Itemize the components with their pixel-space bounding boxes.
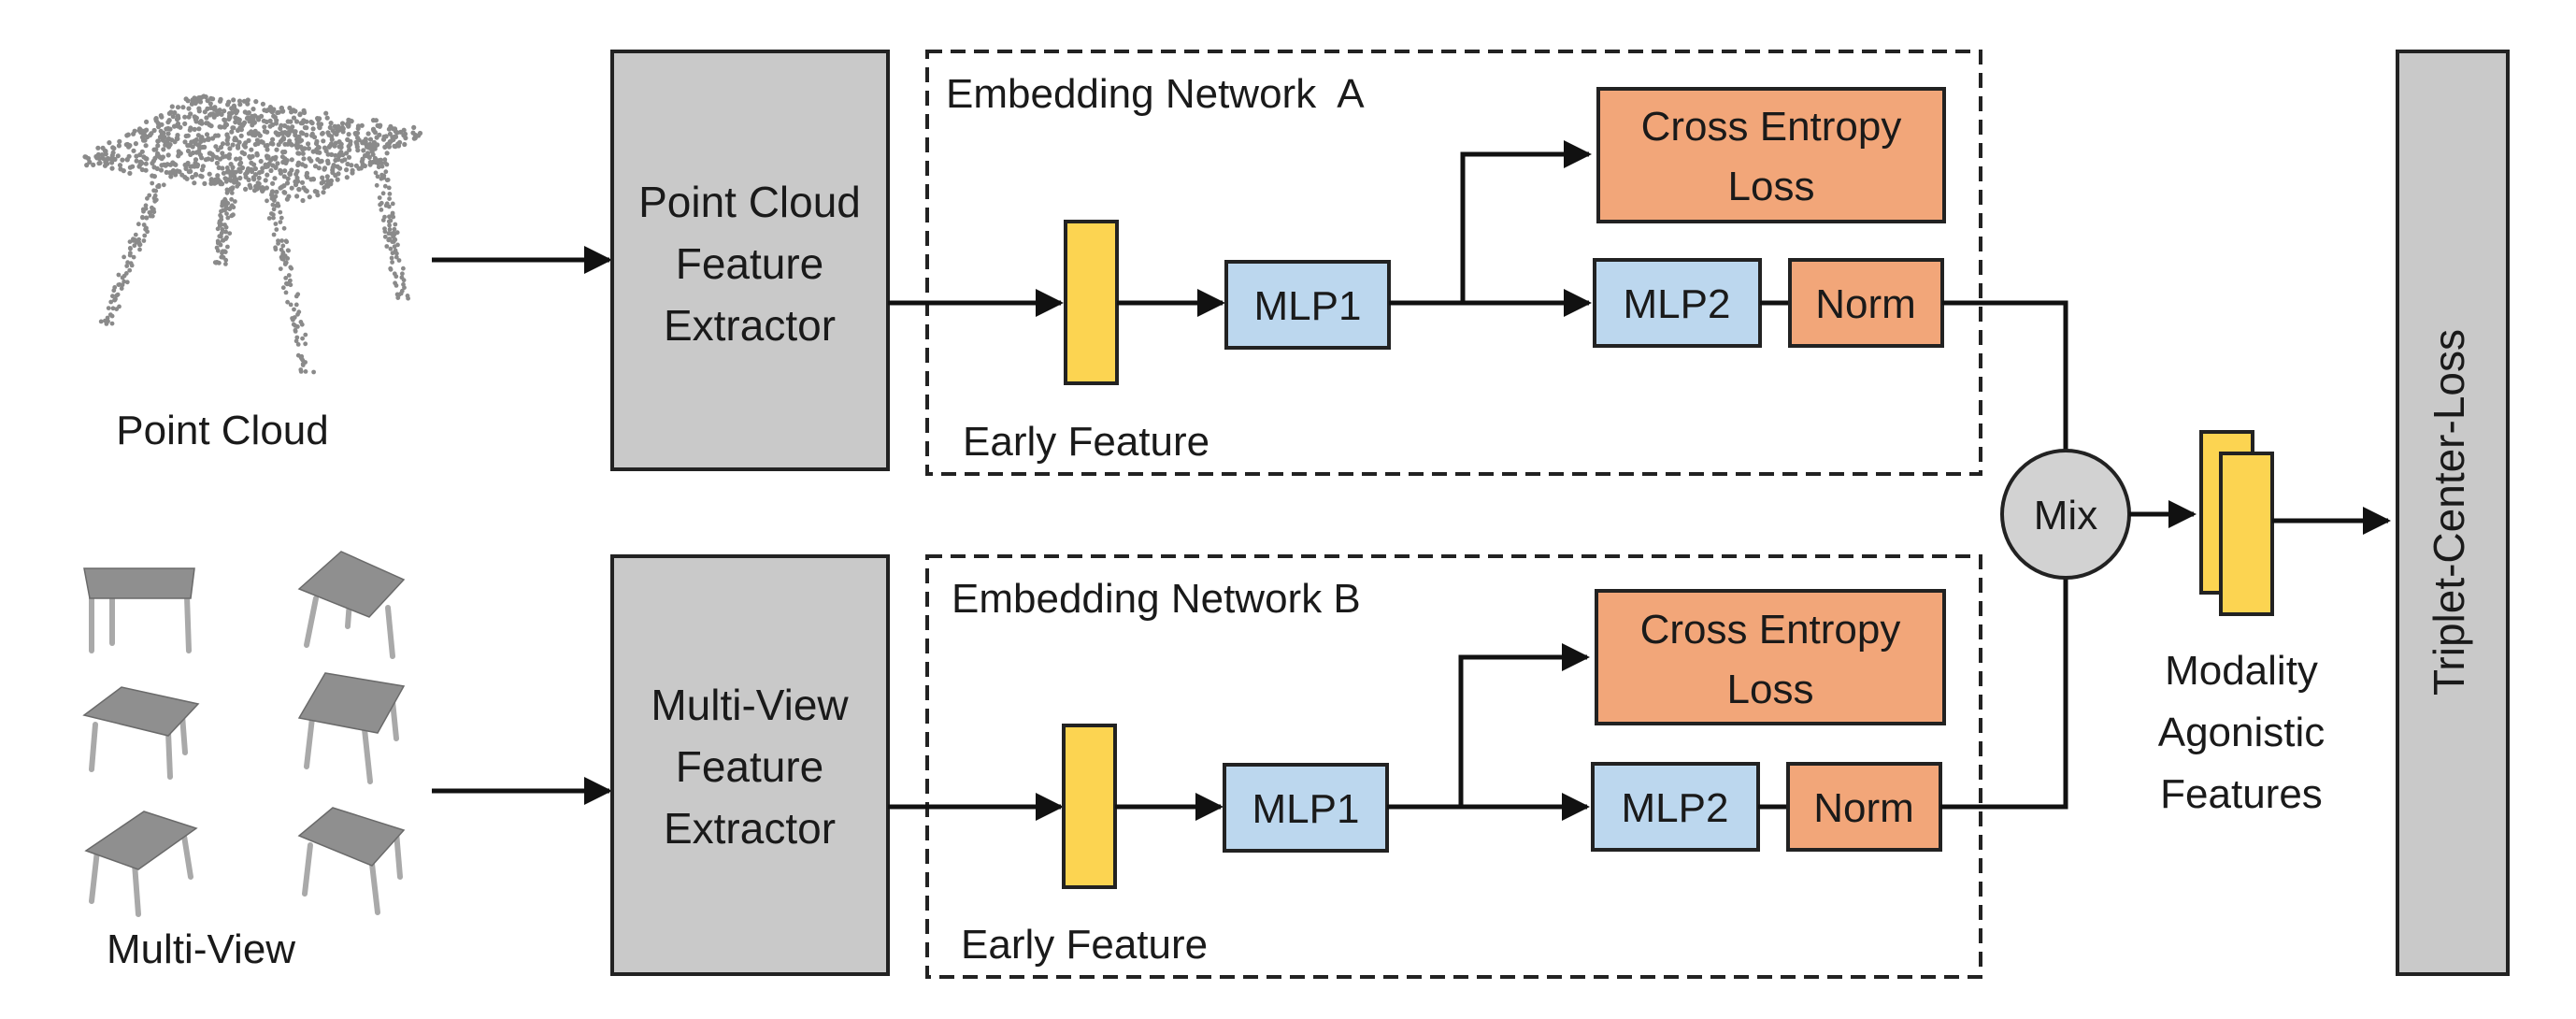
multi-view-images — [82, 551, 406, 917]
svg-text:Mix: Mix — [2034, 493, 2097, 538]
svg-text:Extractor: Extractor — [664, 301, 836, 350]
cross-entropy-loss-a — [1596, 87, 1946, 223]
svg-text:Cross Entropy: Cross Entropy — [1641, 104, 1902, 150]
modality-features-stack — [2199, 430, 2274, 616]
svg-text:Loss: Loss — [1728, 164, 1815, 209]
network-a-title: Embedding Network A — [946, 71, 1365, 117]
svg-text:MLP1: MLP1 — [1252, 786, 1360, 832]
modality-features-label: Modality Agonistic Features — [2158, 648, 2326, 817]
svg-text:Multi-View: Multi-View — [651, 681, 849, 729]
svg-text:Point Cloud: Point Cloud — [638, 178, 861, 226]
table-view-3 — [82, 686, 200, 780]
svg-text:Agonistic: Agonistic — [2158, 710, 2326, 755]
svg-text:MLP2: MLP2 — [1624, 281, 1731, 327]
svg-text:Feature: Feature — [676, 239, 824, 288]
early-feature-a-label: Early Feature — [963, 419, 1209, 465]
point-cloud-feature-extractor: Point Cloud Feature Extractor — [610, 50, 890, 471]
svg-text:Cross Entropy: Cross Entropy — [1640, 607, 1901, 653]
point-cloud-label: Point Cloud — [116, 408, 328, 453]
network-b-title: Embedding Network B — [952, 576, 1361, 622]
svg-text:Feature: Feature — [676, 742, 824, 791]
svg-text:Modality: Modality — [2165, 648, 2318, 694]
embedding-network-b: Embedding Network B MLP1 Cross Entropy L… — [888, 554, 1982, 979]
triplet-center-loss: Triplet-Center-Loss — [2396, 50, 2510, 976]
table-view-5 — [84, 811, 198, 917]
cross-entropy-loss-b — [1595, 589, 1946, 725]
svg-text:Features: Features — [2160, 771, 2323, 817]
svg-text:Extractor: Extractor — [664, 804, 836, 853]
norm-b-to-mix-line — [1940, 577, 2068, 810]
mlp1-b — [1223, 763, 1389, 853]
table-view-4 — [297, 672, 406, 784]
early-feature-b-label: Early Feature — [961, 922, 1208, 968]
mix-node: Mix — [2000, 449, 2131, 580]
multi-view-feature-extractor: Multi-View Feature Extractor — [610, 554, 890, 976]
svg-text:Norm: Norm — [1815, 281, 1916, 327]
norm-a — [1788, 258, 1944, 348]
svg-text:MLP1: MLP1 — [1254, 283, 1362, 329]
table-view-6 — [297, 807, 406, 915]
svg-text:Triplet-Center-Loss: Triplet-Center-Loss — [2425, 329, 2473, 696]
mlp1-a — [1224, 260, 1391, 350]
table-view-2 — [297, 551, 406, 659]
norm-b — [1786, 762, 1942, 852]
svg-text:MLP2: MLP2 — [1622, 785, 1729, 831]
table-view-1 — [83, 567, 195, 653]
norm-a-to-mix-line — [1942, 300, 2068, 452]
svg-text:Norm: Norm — [1813, 785, 1914, 831]
mlp2-b — [1591, 762, 1760, 852]
embedding-network-a: Embedding Network A MLP1 Cross Entropy L… — [888, 50, 1982, 476]
point-cloud-table-image — [82, 93, 423, 375]
early-feature-b — [1062, 724, 1117, 889]
svg-text:Loss: Loss — [1727, 667, 1814, 712]
early-feature-a — [1064, 220, 1119, 385]
multi-view-label: Multi-View — [107, 926, 295, 972]
